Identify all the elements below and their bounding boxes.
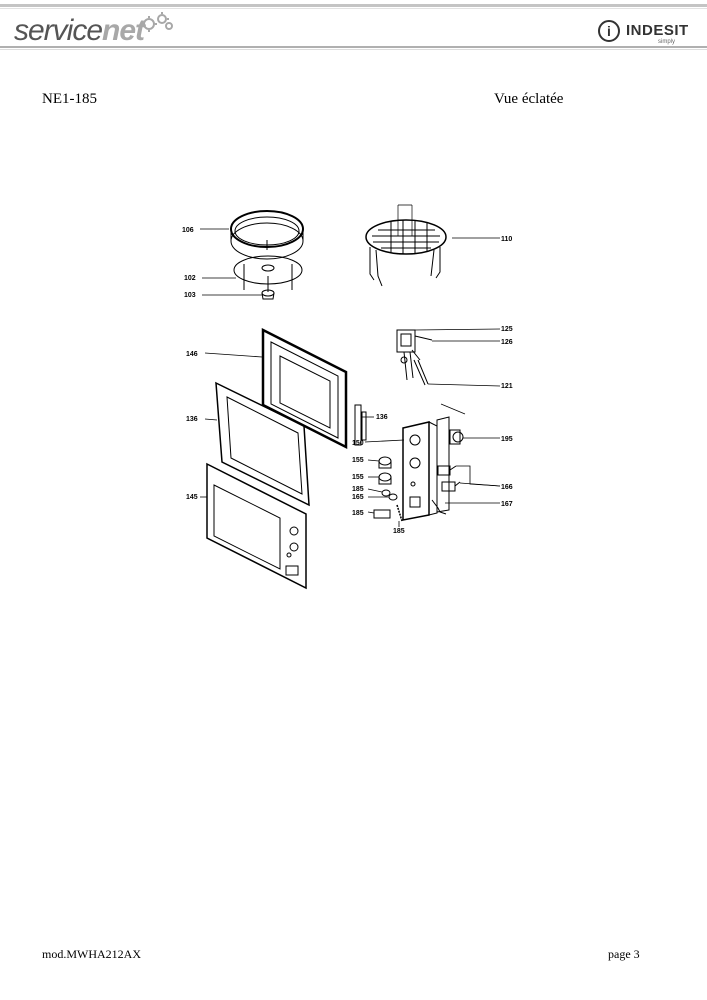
front-panel xyxy=(206,462,307,590)
part-label-110: 110 xyxy=(501,236,512,243)
part-label-145: 145 xyxy=(186,494,198,501)
header-rule xyxy=(0,46,707,48)
header-band-thin xyxy=(0,8,707,9)
small-caps xyxy=(381,489,398,501)
part-label-150: 150 xyxy=(352,440,364,447)
servicenet-logo: servicenet xyxy=(14,14,145,47)
model-code: NE1-185 xyxy=(42,91,97,107)
part-label-167: 167 xyxy=(501,501,513,508)
small-bracket xyxy=(354,404,367,446)
grill-rack xyxy=(365,204,447,287)
spring-clip xyxy=(431,499,447,515)
view-title: Vue éclatée xyxy=(494,91,564,107)
control-panel xyxy=(402,421,438,521)
indesit-logo: i INDESIT simply xyxy=(598,20,694,48)
part-label-155-lower: 155 xyxy=(352,474,364,481)
turntable-glass xyxy=(230,210,304,260)
footer-model: mod.MWHA212AX xyxy=(42,947,141,961)
part-label-106: 106 xyxy=(182,227,194,234)
inner-door-frame xyxy=(261,327,348,450)
part-label-155-upper: 155 xyxy=(352,457,364,464)
part-label-195: 195 xyxy=(501,436,513,443)
footer-page-number: page 3 xyxy=(608,947,640,961)
part-label-102: 102 xyxy=(184,275,196,282)
part-label-185-spring: 185 xyxy=(393,528,405,535)
part-label-103: 103 xyxy=(184,292,196,299)
part-label-165: 165 xyxy=(352,494,364,501)
part-label-136-door: 136 xyxy=(186,416,198,423)
gears-icon xyxy=(141,12,173,32)
header-band xyxy=(0,4,707,7)
switch-units xyxy=(437,465,461,492)
knob-lower xyxy=(378,472,392,485)
part-label-136-bracket: 136 xyxy=(376,414,388,421)
header-rule-thin xyxy=(0,49,707,50)
knob-upper xyxy=(378,456,392,469)
part-label-146: 146 xyxy=(186,351,198,358)
indesit-mark-icon xyxy=(598,20,620,42)
part-label-185-button: 185 xyxy=(352,510,364,517)
push-button xyxy=(373,504,403,522)
roller-ring xyxy=(233,255,303,292)
part-label-185-cap: 185 xyxy=(352,486,364,493)
door-latch-assembly xyxy=(396,329,433,386)
door-frame xyxy=(215,381,310,507)
part-label-125: 125 xyxy=(501,326,513,333)
part-label-121: 121 xyxy=(501,383,513,390)
part-label-126: 126 xyxy=(501,339,513,346)
coupler xyxy=(261,289,275,300)
timer-bracket xyxy=(436,403,466,513)
part-label-166: 166 xyxy=(501,484,513,491)
